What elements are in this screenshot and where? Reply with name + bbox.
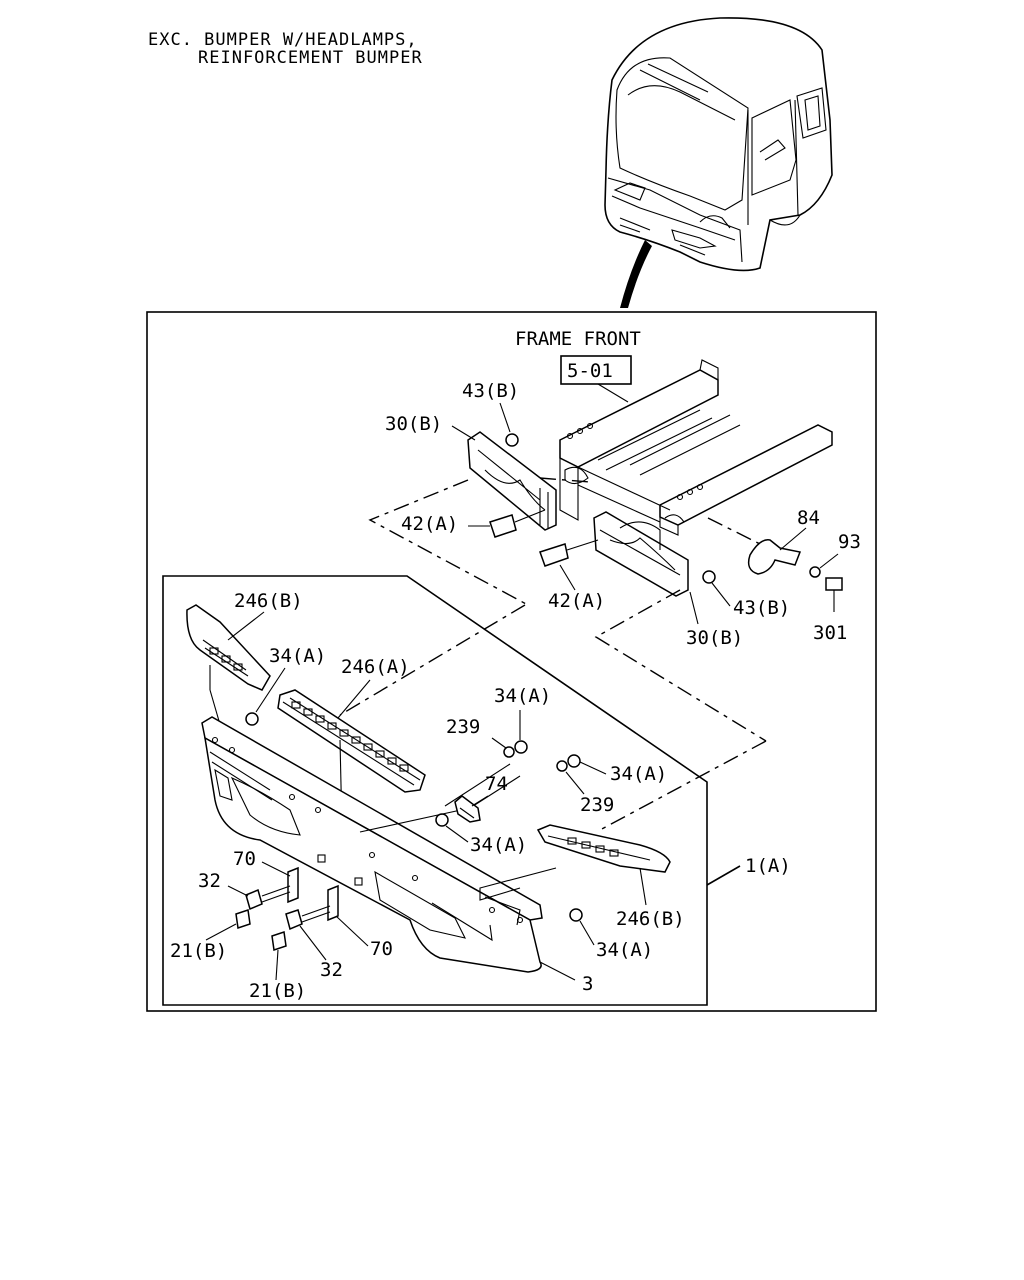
callout-42a-top: 42(A) xyxy=(401,513,458,535)
bracket-74 xyxy=(454,795,481,823)
leader-1a xyxy=(706,865,741,886)
chassis-frame xyxy=(559,359,833,536)
callout-34a-right: 34(A) xyxy=(610,763,667,785)
callout-70-right: 70 xyxy=(370,938,393,960)
bumper-body xyxy=(201,716,543,973)
callout-74: 74 xyxy=(485,773,508,795)
end-cover-left xyxy=(186,604,271,753)
callout-21b-left: 21(B) xyxy=(170,940,227,962)
header-line-2: REINFORCEMENT BUMPER xyxy=(198,48,423,68)
frame-ref-text: 5-01 xyxy=(567,360,613,382)
truck-cab-illustration xyxy=(604,17,833,272)
leader-3 xyxy=(539,961,576,981)
callout-1a: 1(A) xyxy=(745,855,791,877)
tow-hook xyxy=(707,517,843,612)
callout-246a: 246(A) xyxy=(341,656,410,678)
callout-30b-mid: 30(B) xyxy=(686,627,743,649)
callout-239-right: 239 xyxy=(580,794,614,816)
callout-34a-center: 34(A) xyxy=(494,685,551,707)
callout-21b-bottom: 21(B) xyxy=(249,980,306,1002)
callout-30b-top: 30(B) xyxy=(385,413,442,435)
callout-32-left: 32 xyxy=(198,870,221,892)
frame-ref-leader xyxy=(597,383,629,403)
callout-84: 84 xyxy=(797,507,820,529)
callout-34a-left: 34(A) xyxy=(269,645,326,667)
callout-3: 3 xyxy=(582,973,593,995)
callout-70-left: 70 xyxy=(233,848,256,870)
end-cover-right xyxy=(479,824,671,901)
bumper-bracket-lower xyxy=(539,511,716,597)
callout-34a-lower: 34(A) xyxy=(470,834,527,856)
callout-93: 93 xyxy=(838,531,861,553)
center-grille xyxy=(277,689,426,793)
outer-frame-box xyxy=(146,311,877,1012)
bumper-bracket-upper xyxy=(467,431,557,538)
callout-34a-bottom: 34(A) xyxy=(596,939,653,961)
callout-246b-left: 246(B) xyxy=(234,590,303,612)
header-line-1: EXC. BUMPER W/HEADLAMPS, xyxy=(148,30,418,50)
callout-43b-top: 43(B) xyxy=(462,380,519,402)
truck-leader-arrow xyxy=(620,240,652,308)
nut-34a-left xyxy=(245,712,259,726)
mounting-hardware xyxy=(235,866,339,951)
callout-239-left: 239 xyxy=(446,716,480,738)
inner-assembly-box xyxy=(162,575,708,1006)
callout-246b-right: 246(B) xyxy=(616,908,685,930)
frame-ref-box xyxy=(560,355,632,385)
callout-43b-mid: 43(B) xyxy=(733,597,790,619)
frame-front-title: FRAME FRONT xyxy=(515,328,641,350)
callout-42a-mid: 42(A) xyxy=(548,590,605,612)
callout-32-bottom: 32 xyxy=(320,959,343,981)
assembly-dash-lines xyxy=(339,477,767,831)
callout-301: 301 xyxy=(813,622,847,644)
